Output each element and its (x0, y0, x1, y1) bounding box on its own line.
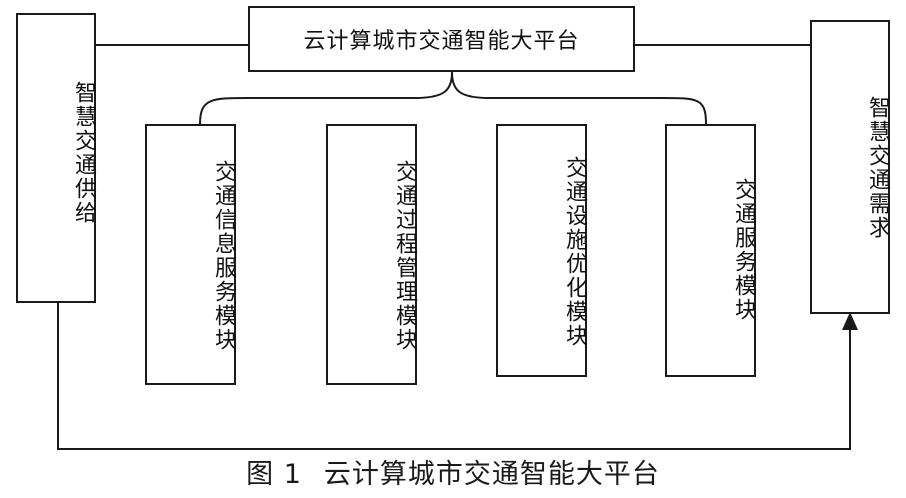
module-label: 交通过程管理模块 (392, 160, 417, 352)
feedback-arrow-line (57, 303, 851, 450)
platform-box: 云计算城市交通智能大平台 (248, 6, 635, 72)
figure-number: 图 1 (246, 459, 302, 490)
demand-label: 智慧交通需求 (865, 96, 890, 240)
module-box-info-service: 交通信息服务模块 (145, 124, 236, 385)
supply-label: 智慧交通供给 (71, 81, 96, 225)
demand-box: 智慧交通需求 (810, 20, 890, 314)
module-box-facility-optimization: 交通设施优化模块 (496, 124, 587, 377)
figure-title: 云计算城市交通智能大平台 (323, 459, 660, 490)
module-brace (199, 71, 707, 125)
figure-caption: 图 1 云计算城市交通智能大平台 (0, 452, 906, 491)
module-box-process-management: 交通过程管理模块 (326, 124, 417, 385)
module-box-service: 交通服务模块 (665, 124, 756, 377)
module-label: 交通设施优化模块 (562, 156, 587, 348)
module-label: 交通信息服务模块 (211, 160, 236, 352)
feedback-arrowhead (842, 312, 858, 330)
supply-box: 智慧交通供给 (16, 13, 96, 303)
module-label: 交通服务模块 (731, 178, 756, 322)
platform-title: 云计算城市交通智能大平台 (303, 29, 580, 54)
